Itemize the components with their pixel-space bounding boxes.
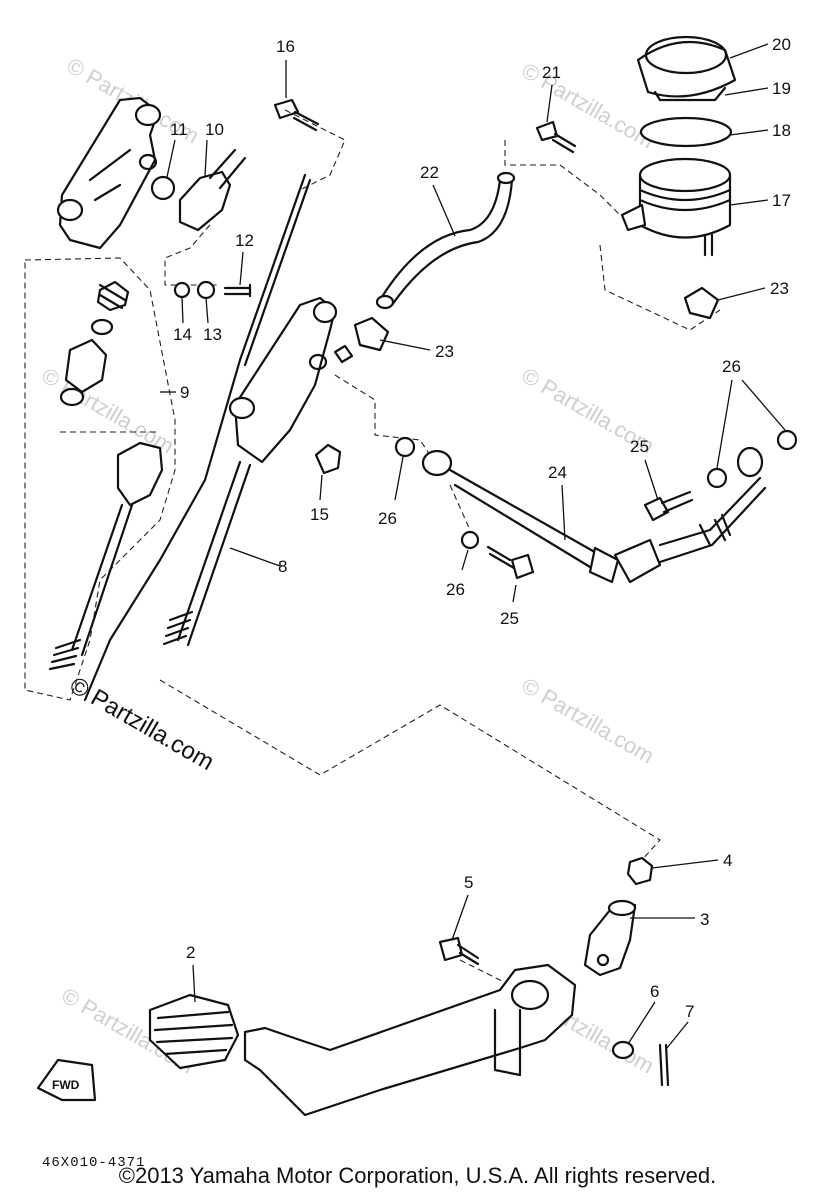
callout-2: 2 [186, 943, 195, 962]
hose-parts [353, 171, 720, 352]
watermark: © Partzilla.com [518, 58, 659, 154]
callout-14: 14 [173, 325, 192, 344]
copyright-notice: ©2013 Yamaha Motor Corporation, U.S.A. A… [118, 1163, 717, 1188]
brake-hose [394, 429, 798, 584]
catalog-code: 46X010-4371 [42, 1155, 146, 1171]
callout-9: 9 [180, 383, 189, 402]
part-8-master-cylinder [83, 173, 354, 702]
fwd-arrow: FWD [36, 1058, 97, 1102]
watermark-main: © Partzilla.com [65, 672, 219, 776]
callout-12: 12 [235, 231, 254, 250]
watermark: © Partzilla.com [38, 363, 179, 459]
callout-5: 5 [464, 873, 473, 892]
part-9-master-cylinder [48, 96, 164, 671]
callout-23a: 23 [435, 342, 454, 361]
reservoir-assembly [535, 35, 737, 257]
callout-7: 7 [685, 1002, 694, 1021]
callout-26c: 26 [722, 357, 741, 376]
callout-18: 18 [772, 121, 791, 140]
callout-8: 8 [278, 557, 287, 576]
callout-15: 15 [310, 505, 329, 524]
callout-25a: 25 [630, 437, 649, 456]
callout-19: 19 [772, 79, 791, 98]
callout-22: 22 [420, 163, 439, 182]
fwd-label: FWD [52, 1078, 80, 1092]
callout-26a: 26 [378, 509, 397, 528]
callout-21: 21 [542, 63, 561, 82]
callouts: 2 3 4 5 6 7 8 9 10 11 12 13 14 15 16 17 [160, 35, 791, 1049]
callout-10: 10 [205, 120, 224, 139]
callout-24: 24 [548, 463, 567, 482]
watermark: © Partzilla.com [518, 673, 659, 769]
callout-23b: 23 [770, 279, 789, 298]
callout-17: 17 [772, 191, 791, 210]
callout-11: 11 [170, 120, 188, 139]
brake-pedal [148, 856, 670, 1117]
callout-13: 13 [203, 325, 222, 344]
small-parts-top [150, 98, 342, 475]
callout-3: 3 [700, 910, 709, 929]
assembly-lines [24, 109, 721, 991]
callout-26b: 26 [446, 580, 465, 599]
callout-6: 6 [650, 982, 659, 1001]
callout-20: 20 [772, 35, 791, 54]
callout-4: 4 [723, 851, 732, 870]
callout-25b: 25 [500, 609, 519, 628]
callout-16: 16 [276, 37, 295, 56]
